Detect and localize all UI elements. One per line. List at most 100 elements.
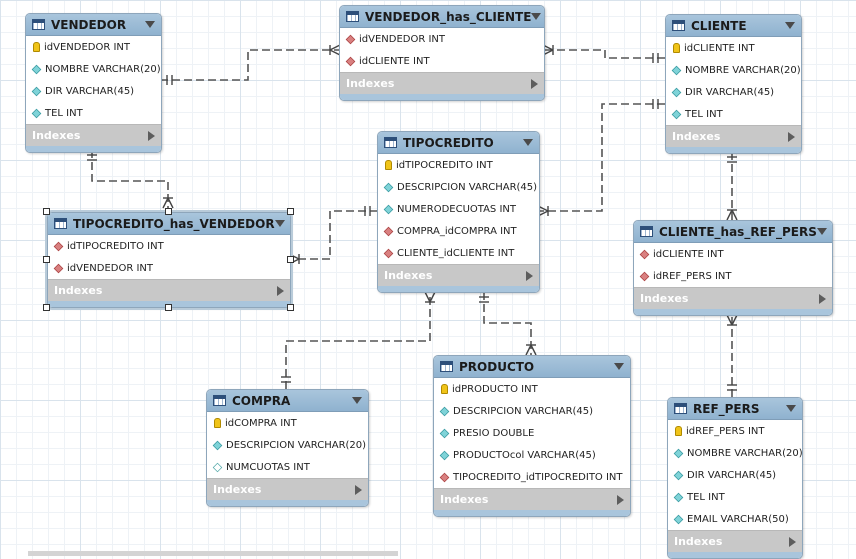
resize-handle[interactable] <box>43 208 50 215</box>
table-header[interactable]: TIPOCREDITO_has_VENDEDOR <box>48 213 290 235</box>
indexes-section[interactable]: Indexes <box>26 124 161 146</box>
column-row[interactable]: idCLIENTE INT <box>340 50 544 72</box>
indexes-section[interactable]: Indexes <box>378 264 539 286</box>
column-row[interactable]: idCLIENTE INT <box>666 37 801 59</box>
column-row[interactable]: TIPOCREDITO_idTIPOCREDITO INT <box>434 466 630 488</box>
rel-vendedor-tipocredito-has-vendedor <box>91 150 169 208</box>
indexes-section[interactable]: Indexes <box>668 530 802 552</box>
expand-arrow-icon[interactable] <box>788 131 795 142</box>
indexes-section[interactable]: Indexes <box>634 287 832 309</box>
indexes-section[interactable]: Indexes <box>340 72 544 94</box>
table-header[interactable]: PRODUCTO <box>434 356 630 378</box>
expand-arrow-icon[interactable] <box>819 293 826 304</box>
expand-arrow-icon[interactable] <box>277 285 284 296</box>
column-icon <box>673 448 684 458</box>
collapse-arrow-icon[interactable] <box>352 397 362 404</box>
column-row[interactable]: NOMBRE VARCHAR(20) <box>668 442 802 464</box>
table-icon <box>674 403 687 414</box>
column-icon <box>31 86 42 96</box>
resize-handle[interactable] <box>287 208 294 215</box>
column-label: DIR VARCHAR(45) <box>687 469 777 481</box>
collapse-arrow-icon[interactable] <box>145 21 155 28</box>
expand-arrow-icon[interactable] <box>148 130 155 141</box>
collapse-arrow-icon[interactable] <box>523 139 533 146</box>
collapse-arrow-icon[interactable] <box>786 405 796 412</box>
collapse-arrow-icon[interactable] <box>531 13 542 20</box>
column-row[interactable]: idVENDEDOR INT <box>340 28 544 50</box>
resize-handle[interactable] <box>165 304 172 311</box>
table-header[interactable]: VENDEDOR <box>26 14 161 36</box>
expand-arrow-icon[interactable] <box>617 494 624 505</box>
column-row[interactable]: TEL INT <box>666 103 801 125</box>
collapse-arrow-icon[interactable] <box>816 228 827 235</box>
column-row[interactable]: DESCRIPCION VARCHAR(45) <box>378 176 539 198</box>
column-row[interactable]: EMAIL VARCHAR(50) <box>668 508 802 530</box>
primary-key-icon <box>33 42 40 52</box>
column-row[interactable]: idVENDEDOR INT <box>26 36 161 58</box>
column-row[interactable]: idVENDEDOR INT <box>48 257 290 279</box>
column-row[interactable]: PRODUCTOcol VARCHAR(45) <box>434 444 630 466</box>
column-row[interactable]: COMPRA_idCOMPRA INT <box>378 220 539 242</box>
table-header[interactable]: TIPOCREDITO <box>378 132 539 154</box>
expand-arrow-icon[interactable] <box>355 484 362 495</box>
indexes-section[interactable]: Indexes <box>666 125 801 147</box>
collapse-arrow-icon[interactable] <box>614 363 624 370</box>
column-icon <box>383 182 394 192</box>
resize-handle[interactable] <box>43 304 50 311</box>
column-row[interactable]: DIR VARCHAR(45) <box>668 464 802 486</box>
column-row[interactable]: idCLIENTE INT <box>634 243 832 265</box>
column-row[interactable]: NOMBRE VARCHAR(20) <box>666 59 801 81</box>
rel-cliente-tipocredito <box>538 103 665 212</box>
resize-handle[interactable] <box>43 256 50 263</box>
column-row[interactable]: NOMBRE VARCHAR(20) <box>26 58 161 80</box>
column-row[interactable]: DESCRIPCION VARCHAR(45) <box>434 400 630 422</box>
column-icon <box>673 514 684 524</box>
column-icon <box>671 109 682 119</box>
column-row[interactable]: DIR VARCHAR(45) <box>666 81 801 103</box>
collapse-arrow-icon[interactable] <box>785 22 795 29</box>
column-row[interactable]: NUMERODECUOTAS INT <box>378 198 539 220</box>
expand-arrow-icon[interactable] <box>531 78 538 89</box>
column-row[interactable]: idREF_PERS INT <box>634 265 832 287</box>
table-header[interactable]: VENDEDOR_has_CLIENTE <box>340 6 544 28</box>
indexes-section[interactable]: Indexes <box>48 279 290 301</box>
column-label: NOMBRE VARCHAR(20) <box>685 64 801 76</box>
indexes-section[interactable]: Indexes <box>434 488 630 510</box>
resize-handle[interactable] <box>287 304 294 311</box>
column-row[interactable]: DIR VARCHAR(45) <box>26 80 161 102</box>
column-label: TEL INT <box>687 491 725 503</box>
table-icon <box>640 226 653 237</box>
horizontal-scrollbar[interactable] <box>28 551 398 556</box>
column-row[interactable]: idTIPOCREDITO INT <box>378 154 539 176</box>
table-header[interactable]: REF_PERS <box>668 398 802 420</box>
column-row[interactable]: CLIENTE_idCLIENTE INT <box>378 242 539 264</box>
column-row[interactable]: NUMCUOTAS INT <box>207 456 368 478</box>
table-header[interactable]: CLIENTE_has_REF_PERS <box>634 221 832 243</box>
table-footer <box>434 510 630 516</box>
column-row[interactable]: TEL INT <box>26 102 161 124</box>
indexes-section[interactable]: Indexes <box>207 478 368 500</box>
column-row[interactable]: idREF_PERS INT <box>668 420 802 442</box>
column-row[interactable]: idTIPOCREDITO INT <box>48 235 290 257</box>
column-row[interactable]: PRESIO DOUBLE <box>434 422 630 444</box>
resize-handle[interactable] <box>165 208 172 215</box>
table-header[interactable]: COMPRA <box>207 390 368 412</box>
collapse-arrow-icon[interactable] <box>274 220 285 227</box>
expand-arrow-icon[interactable] <box>789 536 796 547</box>
column-row[interactable]: idPRODUCTO INT <box>434 378 630 400</box>
expand-arrow-icon[interactable] <box>526 270 533 281</box>
table-header[interactable]: CLIENTE <box>666 15 801 37</box>
resize-handle[interactable] <box>287 256 294 263</box>
column-row[interactable]: idCOMPRA INT <box>207 412 368 434</box>
column-row[interactable]: TEL INT <box>668 486 802 508</box>
column-row[interactable]: DESCRIPCION VARCHAR(20) <box>207 434 368 456</box>
